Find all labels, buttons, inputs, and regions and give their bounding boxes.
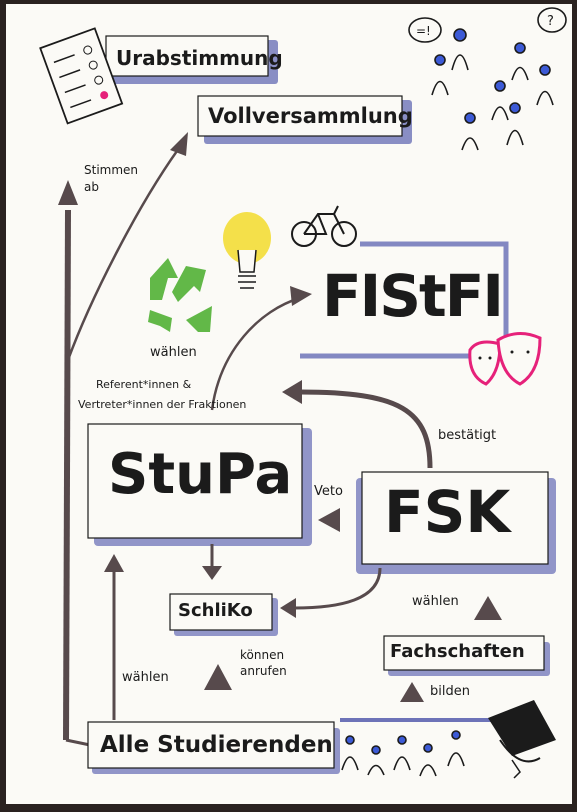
svg-text:?: ? <box>547 14 554 29</box>
arrow-stupa-fisfi <box>210 296 301 411</box>
edge-label-stimmen: Stimmen <box>84 163 139 177</box>
label-urabstimmung: Urabstimmung <box>116 46 283 70</box>
edge-label-waehlen-bottom: wählen <box>122 670 169 685</box>
label-fisfi: FIStFI <box>322 262 504 330</box>
box-vollversammlung <box>197 95 412 144</box>
edge-label-waehlen-top: wählen <box>150 345 197 360</box>
box-alle-studierenden <box>87 718 530 774</box>
graduation-cap-icon <box>488 700 556 779</box>
box-stupa <box>87 423 312 546</box>
edge-label-waehlen-fsk: wählen <box>412 594 459 609</box>
arrow-fsk-stupa <box>299 389 433 469</box>
edge-label-ab: ab <box>84 180 99 194</box>
lightbulb-icon <box>223 212 271 289</box>
label-vollversammlung: Vollversammlung <box>208 104 413 128</box>
label-alle-studierenden: Alle Studierenden <box>100 732 333 758</box>
recycle-icon <box>148 258 212 332</box>
label-stupa: StuPa <box>108 442 293 507</box>
box-schliko <box>169 593 278 636</box>
edge-label-anrufen: anrufen <box>240 664 287 678</box>
edge-label-bilden: bilden <box>430 684 470 699</box>
svg-text:=!: =! <box>416 24 431 38</box>
people-icon <box>341 730 465 777</box>
label-fachschaften: Fachschaften <box>390 641 525 662</box>
edge-label-veto: Veto <box>314 484 343 499</box>
label-fsk: FSK <box>384 478 511 546</box>
edge-label-vertreter: Vertreter*innen der Fraktionen <box>78 398 247 411</box>
box-urabstimmung <box>105 35 278 84</box>
label-schliko: SchliKo <box>178 600 253 621</box>
box-fsk <box>356 471 556 574</box>
arrow-to-vollversammlung <box>66 139 187 361</box>
edge-label-bestaetigt: bestätigt <box>438 428 497 443</box>
veto-triangle <box>318 508 340 532</box>
people-discussion-icon: =! ? <box>408 7 567 151</box>
theater-masks-icon <box>468 332 542 386</box>
box-fisfi <box>300 241 509 359</box>
edge-label-referent: Referent*innen & <box>96 378 192 391</box>
ballot-icon <box>39 27 124 125</box>
box-fachschaften <box>383 635 550 676</box>
bicycle-icon <box>291 205 357 247</box>
edge-label-koennen: können <box>240 648 285 662</box>
arrow-main-left <box>63 209 71 741</box>
